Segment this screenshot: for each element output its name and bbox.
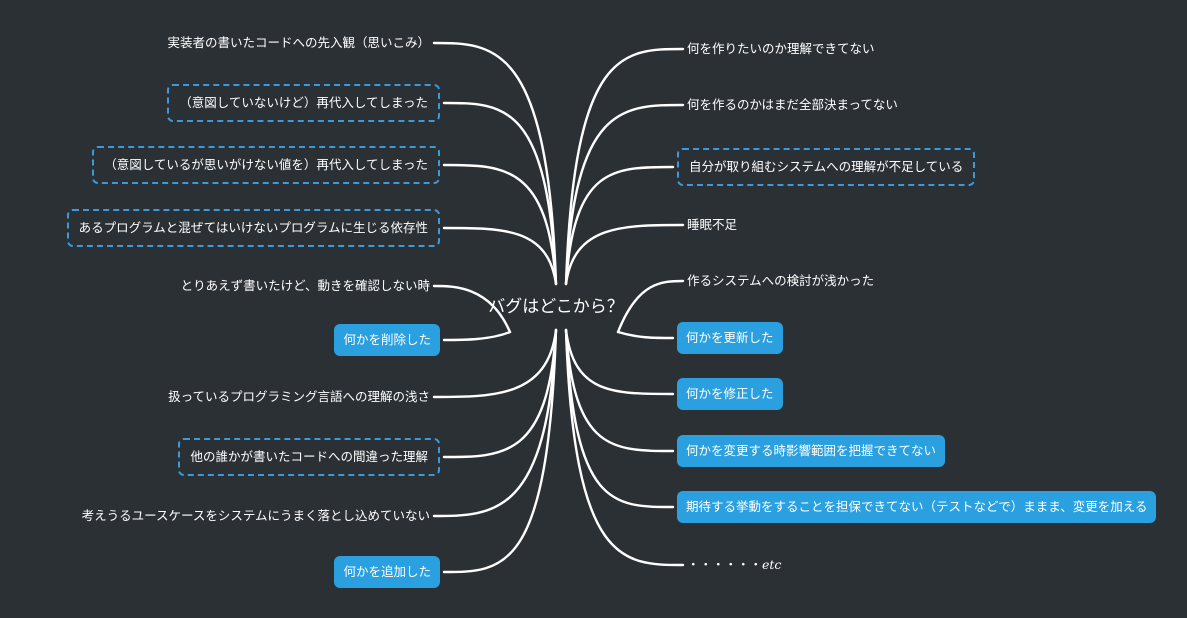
branch-sleep-deprivation[interactable]: 睡眠不足 xyxy=(687,217,738,232)
connector-l4 xyxy=(442,226,558,286)
connector-r9 xyxy=(564,328,675,509)
connector-l3 xyxy=(442,163,558,286)
branch-misread-others-code[interactable]: 他の誰かが書いたコードへの間違った理解 xyxy=(178,438,440,476)
branch-impact-unknown[interactable]: 何かを変更する時影響範囲を把握できてない xyxy=(677,435,946,467)
connector-r6 xyxy=(616,330,675,340)
connector-r5 xyxy=(616,279,685,334)
etc-label: etc xyxy=(762,557,782,572)
connector-r8 xyxy=(564,328,675,453)
connector-l5 xyxy=(432,284,512,334)
branch-system-understanding[interactable]: 自分が取り組むシステムへの理解が不足している xyxy=(677,148,976,186)
connector-r4 xyxy=(564,223,685,286)
connector-l7 xyxy=(432,328,558,399)
branch-undecided-spec[interactable]: 何を作るのかはまだ全部決まってない xyxy=(687,97,898,112)
branch-deleted-something[interactable]: 何かを削除した xyxy=(334,324,440,356)
connector-l10 xyxy=(442,328,558,574)
connector-r1 xyxy=(564,47,685,286)
branch-shallow-review[interactable]: 作るシステムへの検討が浅かった xyxy=(687,273,875,288)
connector-r2 xyxy=(564,103,685,286)
branch-preconception[interactable]: 実装者の書いたコードへの先入観（思いこみ） xyxy=(167,35,430,50)
connector-r10 xyxy=(564,328,685,567)
branch-usecase-gap[interactable]: 考えうるユースケースをシステムにうまく落とし込めていない xyxy=(81,508,430,523)
branch-fixed-something[interactable]: 何かを修正した xyxy=(677,378,783,410)
central-topic[interactable]: バグはどこから？ xyxy=(488,297,624,317)
branch-unintended-reassign[interactable]: （意図していないけど）再代入してしまった xyxy=(167,84,440,122)
connector-l6 xyxy=(442,330,512,342)
connector-l9 xyxy=(432,328,558,518)
branch-intended-reassign[interactable]: （意図しているが思いがけない値を）再代入してしまった xyxy=(92,146,440,184)
connector-l8 xyxy=(442,328,558,459)
connector-r7 xyxy=(564,328,675,396)
connector-l2 xyxy=(442,101,558,286)
branch-etc[interactable]: ・・・・・・etc xyxy=(687,557,781,573)
branch-no-verification[interactable]: とりあえず書いたけど、動きを確認しない時 xyxy=(180,278,430,293)
connector-l1 xyxy=(432,41,558,286)
etc-dots: ・・・・・・ xyxy=(687,557,763,572)
branch-updated-something[interactable]: 何かを更新した xyxy=(677,322,783,354)
branch-added-something[interactable]: 何かを追加した xyxy=(334,556,440,588)
branch-program-dependency[interactable]: あるプログラムと混ぜてはいけないプログラムに生じる依存性 xyxy=(66,209,440,247)
connector-r3 xyxy=(564,165,675,286)
branch-untested-change[interactable]: 期待する挙動をすることを担保できてない（テストなどで）ままま、変更を加える xyxy=(677,491,1157,523)
branch-language-shallow[interactable]: 扱っているプログラミング言語への理解の浅さ xyxy=(168,389,430,404)
branch-unclear-goal[interactable]: 何を作りたいのか理解できてない xyxy=(687,41,875,56)
